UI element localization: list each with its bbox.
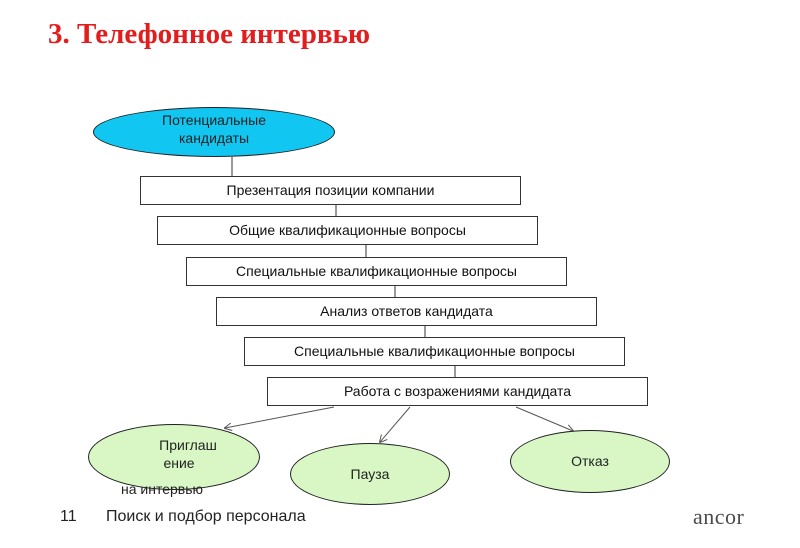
outcome-invite-line2: ение xyxy=(163,455,195,471)
outcome-oval-pause: Пауза xyxy=(290,443,450,505)
step-box-2: Общие квалификационные вопросы xyxy=(157,216,538,245)
step-box-4: Анализ ответов кандидата xyxy=(216,297,597,326)
arrow-to-invite xyxy=(225,406,335,428)
step-box-3: Специальные квалификационные вопросы xyxy=(186,257,567,286)
outcome-oval-reject: Отказ xyxy=(510,430,670,493)
footer-text: Поиск и подбор персонала xyxy=(106,508,306,525)
start-oval-line2: кандидаты xyxy=(178,130,250,146)
step-box-1: Презентация позиции компании xyxy=(140,176,521,205)
slide-number: 11 xyxy=(60,508,77,525)
arrow-to-pause xyxy=(380,406,411,442)
outcome-invite-line3: на интервью xyxy=(121,481,204,497)
ancor-logo: ancor xyxy=(693,504,745,529)
page-title: 3. Телефонное интервью xyxy=(48,18,371,50)
step-box-5: Специальные квалификационные вопросы xyxy=(244,337,625,366)
start-oval-candidates: Потенциальные кандидаты xyxy=(93,107,335,157)
outcome-invite-line1: Приглаш xyxy=(159,437,217,453)
start-oval-line1: Потенциальные xyxy=(162,112,266,128)
arrow-to-reject xyxy=(515,406,573,431)
outcome-oval-invite: Приглаш ение xyxy=(88,424,260,490)
step-box-6: Работа с возражениями кандидата xyxy=(267,377,648,406)
